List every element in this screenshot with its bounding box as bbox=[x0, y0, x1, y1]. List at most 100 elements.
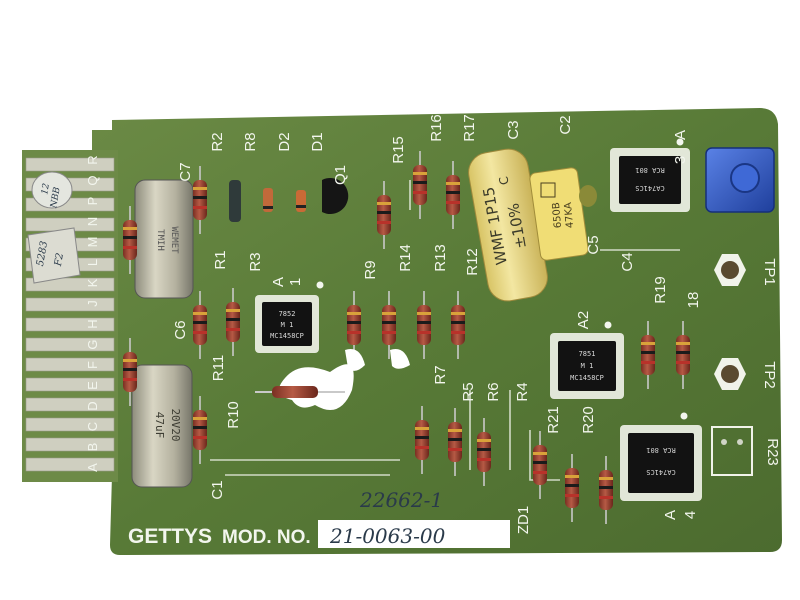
pin1-dots bbox=[316, 138, 688, 420]
label-r14: R14 bbox=[397, 244, 414, 272]
label-a1: A bbox=[270, 277, 287, 287]
label-r8: R8 bbox=[242, 132, 259, 151]
ic-a4-line1: RCA 801 bbox=[646, 446, 676, 454]
capacitor-c5 bbox=[579, 185, 597, 207]
label-a4n: 4 bbox=[682, 511, 699, 519]
can-top-line1: TMIH bbox=[155, 229, 165, 251]
maker-name: GETTYS bbox=[128, 525, 212, 548]
sticker-round-line2: NBB bbox=[49, 186, 63, 210]
dark-resistor-r8 bbox=[229, 180, 241, 222]
ic-a2-line2: 7851 bbox=[579, 350, 596, 358]
zener-zd1 bbox=[533, 431, 547, 499]
label-c5: C5 bbox=[585, 235, 602, 254]
resistor-r12 bbox=[451, 291, 465, 359]
gold-finger bbox=[25, 317, 115, 332]
electrolytic-capacitor-bottom: 47uF 20V20 bbox=[131, 364, 193, 488]
label-c3: C3 bbox=[505, 120, 522, 139]
model-prefix: MOD. NO. bbox=[222, 527, 311, 548]
label-a3n: 3 bbox=[672, 156, 689, 164]
edge-letter: K bbox=[85, 278, 100, 287]
sticker-round: 12 NBB bbox=[31, 171, 73, 210]
test-point-tp2 bbox=[714, 358, 746, 390]
edge-letter: F bbox=[85, 361, 100, 369]
gold-finger bbox=[25, 277, 115, 292]
resistor-edge-bottom bbox=[123, 338, 137, 406]
edge-letter: J bbox=[85, 300, 100, 307]
edge-letter: H bbox=[85, 319, 100, 328]
resistor-r10 bbox=[255, 386, 345, 398]
model-number: 21-0063-00 bbox=[329, 524, 446, 548]
resistor-r3 bbox=[226, 288, 240, 356]
model-number-block: GETTYS MOD. NO. 21-0063-00 22662-1 bbox=[128, 488, 510, 548]
label-r17: R17 bbox=[461, 114, 478, 142]
label-r20: R20 bbox=[580, 406, 597, 434]
edge-letter: Q bbox=[85, 175, 100, 185]
diode-d2 bbox=[263, 188, 273, 212]
label-r6: R6 bbox=[485, 382, 502, 401]
label-d1: D1 bbox=[309, 132, 326, 151]
label-r11: R11 bbox=[210, 355, 227, 381]
resistor-r2 bbox=[193, 166, 207, 234]
label-r2: R2 bbox=[209, 132, 226, 151]
gold-finger bbox=[25, 297, 115, 312]
label-c1: C1 bbox=[209, 480, 226, 499]
label-a2: A2 bbox=[575, 311, 592, 329]
r23-pad bbox=[711, 426, 753, 476]
ic-a4: RCA 801 CA741CS bbox=[620, 425, 702, 501]
transistor-q1 bbox=[322, 178, 349, 214]
edge-letter: R bbox=[85, 155, 100, 164]
edge-letter: L bbox=[85, 259, 100, 266]
edge-letter: B bbox=[85, 443, 100, 452]
handwritten-serial: 22662-1 bbox=[359, 488, 443, 512]
resistor-r6 bbox=[477, 418, 491, 486]
label-r15: R15 bbox=[390, 136, 407, 164]
ic-a3-line2: CA741CS bbox=[635, 184, 665, 192]
resistor-r14 bbox=[382, 291, 396, 359]
resistor-r13 bbox=[417, 291, 431, 359]
ic-a2-line1: MC1458CP bbox=[570, 374, 604, 382]
capacitor-c3: WMF 1P15 ±10% C bbox=[468, 148, 548, 302]
label-r9: R9 bbox=[362, 260, 379, 279]
label-r10: R10 bbox=[225, 401, 242, 429]
label-r18: 18 bbox=[685, 292, 702, 309]
label-r23: R23 bbox=[764, 438, 781, 466]
resistor-r5 bbox=[448, 408, 462, 476]
can-top-line2: WEMET bbox=[169, 226, 179, 254]
pcb-traces bbox=[210, 180, 680, 481]
edge-letter: N bbox=[85, 217, 100, 226]
gold-finger bbox=[25, 157, 115, 172]
label-r1: R1 bbox=[212, 250, 229, 269]
label-r16: R16 bbox=[428, 114, 445, 142]
ic-a2-line3: M 1 bbox=[581, 362, 594, 370]
label-c7: C7 bbox=[177, 162, 194, 181]
resistor-r16 bbox=[413, 151, 427, 219]
resistor-r19 bbox=[641, 321, 655, 389]
ic-a1: 7852 M 1 MC1458CP bbox=[255, 295, 319, 353]
label-a3: A bbox=[672, 130, 689, 140]
ic-a1-line1: MC1458CP bbox=[270, 332, 304, 340]
label-zd1: ZD1 bbox=[515, 506, 532, 534]
gold-finger bbox=[25, 377, 115, 392]
test-point-tp1 bbox=[714, 254, 746, 286]
label-d2: D2 bbox=[276, 132, 293, 151]
resistor-r11 bbox=[193, 396, 207, 464]
ic-a3-line1: RCA 801 bbox=[635, 166, 665, 174]
capacitor-c2: 650B 47KA bbox=[529, 167, 589, 261]
edge-letter: C bbox=[85, 422, 100, 431]
resistor-r15 bbox=[377, 181, 391, 249]
resistor-edge-top bbox=[123, 206, 137, 274]
sticker-round-line1: 12 bbox=[40, 182, 52, 195]
gold-finger bbox=[25, 397, 115, 412]
resistor-r21 bbox=[565, 454, 579, 522]
ic-a1-line3: M 1 bbox=[281, 321, 294, 329]
resistor-r1 bbox=[193, 291, 207, 359]
diode-d1 bbox=[296, 190, 306, 212]
label-tp1: TP1 bbox=[761, 258, 778, 286]
label-a4: A bbox=[662, 510, 679, 520]
label-r7: R7 bbox=[432, 365, 449, 384]
label-q1: Q1 bbox=[332, 165, 349, 185]
edge-letter: A bbox=[85, 463, 100, 472]
